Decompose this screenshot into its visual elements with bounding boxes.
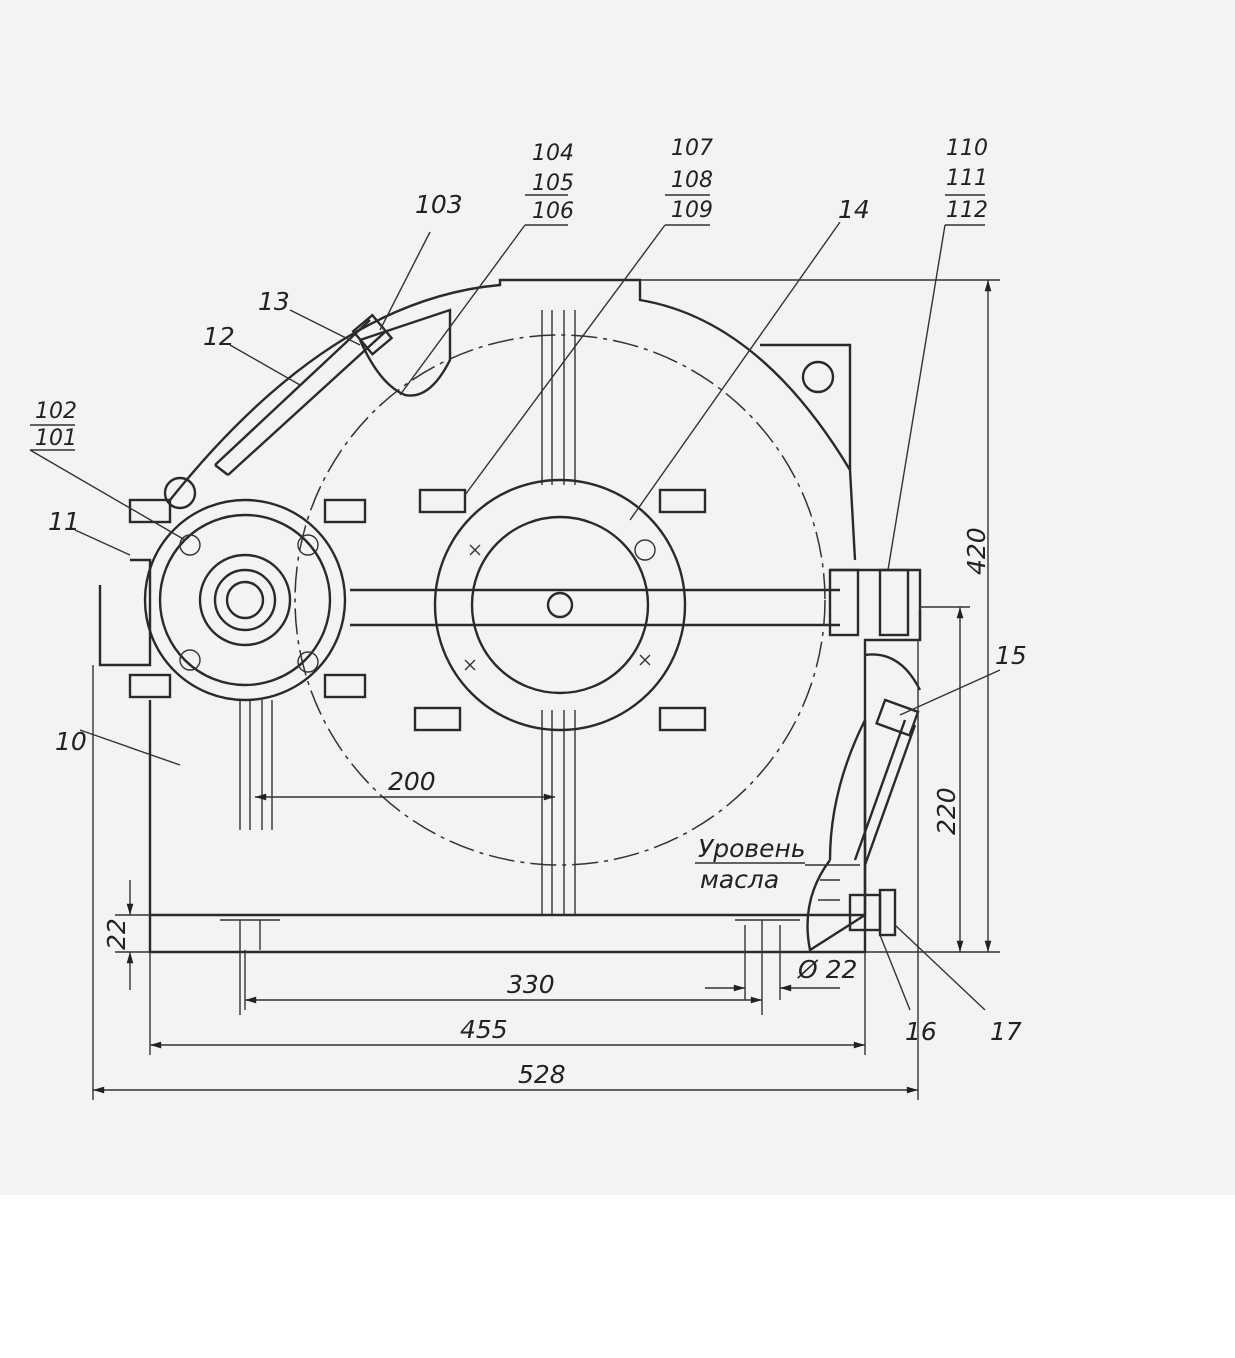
base-bolt-holes (220, 919, 800, 1015)
dim-528: 528 (518, 1060, 566, 1089)
leader-lines (29, 194, 1001, 1011)
dim-420: 420 (962, 527, 991, 575)
gear-pitch-circle (294, 334, 826, 866)
oil-level-label-line1: Уровень (698, 834, 806, 863)
input-shaft-bearing (128, 476, 367, 702)
scanned-paper (0, 0, 1235, 1195)
dim-220: 220 (932, 787, 961, 835)
callout-12: 12 (203, 322, 235, 351)
oil-dipstick (805, 698, 920, 952)
dim-455: 455 (460, 1015, 508, 1044)
dim-330: 330 (507, 970, 555, 999)
callout-101: 101 (35, 426, 77, 451)
callout-102: 102 (35, 399, 77, 424)
callout-17: 17 (990, 1017, 1022, 1046)
housing (98, 278, 922, 954)
callout-110: 110 (946, 136, 988, 161)
callout-16: 16 (905, 1017, 937, 1046)
callout-112: 112 (946, 198, 988, 223)
callout-107: 107 (671, 136, 713, 161)
callout-103: 103 (415, 190, 463, 219)
dim-22: 22 (102, 918, 131, 950)
callout-104: 104 (532, 141, 574, 166)
callout-13: 13 (258, 287, 290, 316)
dim-200: 200 (388, 767, 436, 796)
callout-105: 105 (532, 171, 574, 196)
callout-106: 106 (532, 199, 574, 224)
callout-10: 10 (55, 727, 87, 756)
callout-111: 111 (946, 166, 988, 191)
oil-level-label-line2: масла (700, 865, 779, 894)
ribs (239, 310, 835, 915)
callout-14: 14 (838, 195, 870, 224)
callout-11: 11 (48, 507, 80, 536)
lifting-eye (801, 360, 835, 394)
inspection-cover (214, 308, 452, 476)
dim-hole-diameter: Ø 22 (797, 955, 857, 984)
callout-109: 109 (671, 198, 713, 223)
dimension-lines (92, 279, 1000, 1100)
output-shaft-bearing (413, 478, 910, 732)
callout-15: 15 (995, 641, 1027, 670)
callout-108: 108 (671, 168, 713, 193)
